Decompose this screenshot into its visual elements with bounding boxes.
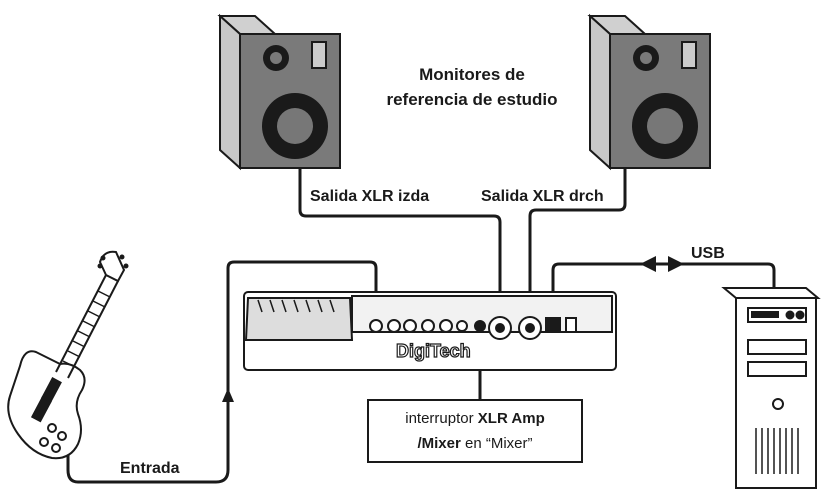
tower-button-b [795, 310, 805, 320]
xlr-output-jacks [488, 316, 542, 340]
tower-power-button [772, 398, 784, 410]
expression-pedal-tread [257, 299, 335, 313]
expression-pedal [244, 297, 354, 341]
left-woofer-cone [277, 108, 313, 144]
cable-usb [551, 262, 776, 318]
computer-tower [721, 287, 821, 489]
tower-drive-bay-2 [747, 339, 807, 355]
power-jack [565, 317, 577, 333]
xlr-amp-mixer-switch [474, 320, 486, 332]
guitar-neck-edge-b [67, 280, 119, 379]
left-port [311, 41, 327, 69]
right-port [681, 41, 697, 69]
guitar-frets [62, 290, 111, 368]
cable-input [66, 260, 378, 484]
pedal-logo-plate [392, 340, 484, 360]
tower-front [735, 297, 817, 489]
cable-right-xlr [528, 168, 627, 318]
input-label: Entrada [120, 460, 180, 477]
monitors-label-line2: referencia de estudio [386, 90, 558, 109]
tower-drive-bay-3 [747, 361, 807, 377]
pedal-knobs [369, 319, 468, 333]
usb-port [545, 317, 561, 333]
tower-vents [755, 428, 799, 474]
tower-floppy-slot [751, 311, 779, 318]
guitar-neck-edge-a [55, 274, 107, 373]
tower-button-a [785, 310, 795, 320]
guitar-headstock [98, 250, 126, 283]
guitar-knobs [39, 423, 67, 453]
right-xlr-output-label: Salida XLR drch [481, 188, 604, 205]
switch-callout-line1: interruptor XLR Amp [405, 410, 545, 427]
switch-callout-line2: /Mixer en “Mixer” [417, 435, 533, 452]
right-monitor-side-face [589, 13, 611, 171]
monitors-label-line1: Monitores de [419, 65, 525, 84]
digitech-pedal [243, 291, 617, 371]
electric-guitar [7, 250, 129, 460]
device-logo: DigiTech [396, 341, 471, 361]
xlr-switch-callout: interruptor XLR Amp /Mixer en “Mixer” [367, 399, 583, 463]
input-arrow [222, 388, 234, 402]
right-monitor-speaker [587, 13, 711, 171]
guitar-pickup-bridge [30, 396, 52, 423]
left-monitor-speaker [217, 13, 341, 171]
usb-label: USB [691, 245, 725, 262]
right-woofer-cone [647, 108, 683, 144]
tower-side-top [721, 287, 821, 299]
usb-arrow-left [640, 256, 656, 272]
guitar-tuners [97, 254, 129, 269]
right-tweeter-inner [640, 52, 652, 64]
left-monitor-side-face [219, 13, 241, 171]
cable-left-xlr [298, 168, 502, 318]
usb-arrow-right [668, 256, 684, 272]
left-tweeter-inner [270, 52, 282, 64]
left-xlr-output-label: Salida XLR izda [310, 188, 430, 205]
monitors-label: Monitores de referencia de estudio [372, 62, 572, 112]
